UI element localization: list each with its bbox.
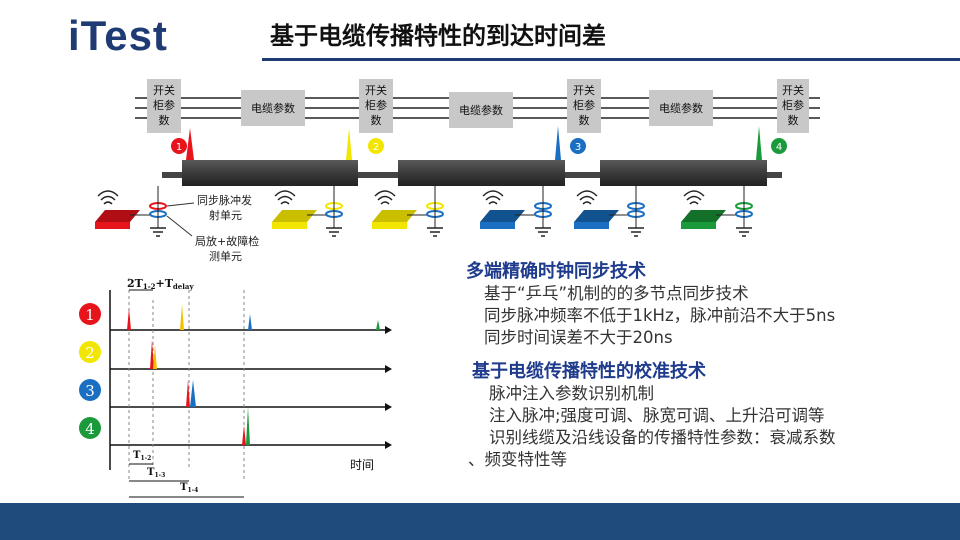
pulse-row4-red xyxy=(242,425,246,445)
device-group-yellow xyxy=(272,186,343,237)
sync-unit-callout: 同步脉冲发 射单元 xyxy=(166,193,252,222)
marker-4: 4 xyxy=(771,138,787,154)
svg-text:T1-4: T1-4 xyxy=(180,482,198,494)
svg-text:数: 数 xyxy=(371,114,382,127)
svg-text:3: 3 xyxy=(85,382,95,400)
itest-logo: iTest xyxy=(68,12,168,59)
svg-text:2: 2 xyxy=(85,344,95,362)
section-clock-sync-line-3: 同步时间误差不大于20ns xyxy=(484,328,673,347)
cable-param-box-3: 电缆参数 xyxy=(649,90,713,126)
svg-text:T1-2: T1-2 xyxy=(133,450,151,462)
pulse-row1-red xyxy=(127,308,131,330)
section-clock-sync-line-2: 同步脉冲频率不低于1kHz，脉冲前沿不大于5ns xyxy=(484,306,836,325)
svg-text:测单元: 测单元 xyxy=(209,250,242,263)
device-group-green xyxy=(681,186,753,237)
pulse-green-top xyxy=(756,126,762,160)
section-clock-sync-line-1: 基于“乒乓”机制的的多节点同步技术 xyxy=(484,284,749,303)
pulse-row3-blue xyxy=(190,380,196,407)
svg-text:电缆参数: 电缆参数 xyxy=(251,101,295,115)
power-cable xyxy=(162,160,782,186)
switch-cabinet-4: 开关 柜参 数 xyxy=(777,79,809,133)
timing-row-3: 3 xyxy=(79,379,101,401)
page-title: 基于电缆传播特性的到达时间差 xyxy=(270,22,606,50)
switch-cabinet-2: 开关 柜参 数 xyxy=(359,79,393,133)
footer-bar xyxy=(0,503,960,540)
svg-text:电缆参数: 电缆参数 xyxy=(459,103,503,117)
svg-text:数: 数 xyxy=(579,114,590,127)
pulse-row1-green xyxy=(376,320,380,330)
svg-text:4: 4 xyxy=(776,142,782,153)
svg-text:4: 4 xyxy=(85,420,95,438)
svg-text:开关: 开关 xyxy=(153,83,175,97)
section-calibration-line-4: 、频变特性等 xyxy=(468,450,567,469)
svg-text:数: 数 xyxy=(788,114,799,127)
svg-text:开关: 开关 xyxy=(782,83,804,97)
section-calibration-line-3: 识别线缆及沿线设备的传播特性参数：衰减系数 xyxy=(489,428,836,447)
pulse-row2-yellow xyxy=(153,345,157,369)
marker-3: 3 xyxy=(570,138,586,154)
pulse-row3-red xyxy=(186,380,190,407)
section-clock-sync: 多端精确时钟同步技术 基于“乒乓”机制的的多节点同步技术 同步脉冲频率不低于1k… xyxy=(466,257,835,349)
pulse-yellow-top xyxy=(346,128,352,160)
marker-2: 2 xyxy=(368,138,384,154)
section-calibration-heading: 基于电缆传播特性的校准技术 xyxy=(472,361,706,382)
device-group-yellow-2 xyxy=(372,186,444,237)
time-axis-label: 时间 xyxy=(350,458,374,472)
interval-t14: T1-4 xyxy=(129,482,244,498)
svg-text:柜参: 柜参 xyxy=(782,98,804,112)
svg-text:1: 1 xyxy=(176,142,182,153)
title-underline xyxy=(262,58,960,61)
svg-text:1: 1 xyxy=(85,306,95,324)
timing-row-1: 1 xyxy=(79,303,101,325)
cable-param-box-2: 电缆参数 xyxy=(449,92,513,128)
switch-cabinet-3: 开关 柜参 数 xyxy=(567,79,601,133)
section-clock-sync-heading: 多端精确时钟同步技术 xyxy=(466,261,646,282)
device-group-blue xyxy=(480,186,552,237)
pulse-blue-top xyxy=(555,126,561,160)
timing-guides xyxy=(128,278,245,482)
marker-1: 1 xyxy=(171,138,187,154)
svg-text:开关: 开关 xyxy=(365,83,387,97)
svg-text:2: 2 xyxy=(373,142,379,153)
section-calibration: 基于电缆传播特性的校准技术 脉冲注入参数识别机制 注入脉冲;强度可调、脉宽可调、… xyxy=(468,357,836,471)
svg-text:局放+故障检: 局放+故障检 xyxy=(195,234,259,248)
svg-text:柜参: 柜参 xyxy=(573,98,595,112)
switch-cabinet-1: 开关 柜参 数 xyxy=(147,79,181,133)
interval-t13: T1-3 xyxy=(129,467,189,482)
timing-row-4: 4 xyxy=(79,417,101,439)
pulse-row2-red xyxy=(150,340,154,369)
svg-text:电缆参数: 电缆参数 xyxy=(659,101,703,115)
detect-unit-callout: 局放+故障检 测单元 xyxy=(166,215,259,263)
svg-text:2T1-2+Tdelay: 2T1-2+Tdelay xyxy=(127,277,194,291)
cable-param-box-1: 电缆参数 xyxy=(241,90,305,126)
section-calibration-line-2: 注入脉冲;强度可调、脉宽可调、上升沿可调等 xyxy=(489,406,825,425)
timing-arrowheads xyxy=(385,326,392,449)
pulse-row1-yellow xyxy=(180,304,184,330)
device-group-red xyxy=(95,186,167,237)
section-calibration-line-1: 脉冲注入参数识别机制 xyxy=(489,384,654,403)
svg-text:同步脉冲发: 同步脉冲发 xyxy=(197,193,252,207)
pulse-row4-green xyxy=(246,407,250,445)
interval-label-top: 2T1-2+Tdelay xyxy=(127,277,194,291)
svg-text:柜参: 柜参 xyxy=(365,98,387,112)
svg-text:T1-3: T1-3 xyxy=(147,467,165,479)
pulse-row1-blue xyxy=(248,314,252,330)
svg-text:开关: 开关 xyxy=(573,83,595,97)
interval-t12: T1-2 xyxy=(129,450,153,465)
timing-row-2: 2 xyxy=(79,341,101,363)
device-group-blue-2 xyxy=(574,186,645,237)
svg-text:数: 数 xyxy=(159,114,170,127)
pulse-red-top xyxy=(186,128,194,160)
svg-text:3: 3 xyxy=(575,142,581,153)
svg-text:柜参: 柜参 xyxy=(153,98,175,112)
svg-text:射单元: 射单元 xyxy=(209,208,242,222)
